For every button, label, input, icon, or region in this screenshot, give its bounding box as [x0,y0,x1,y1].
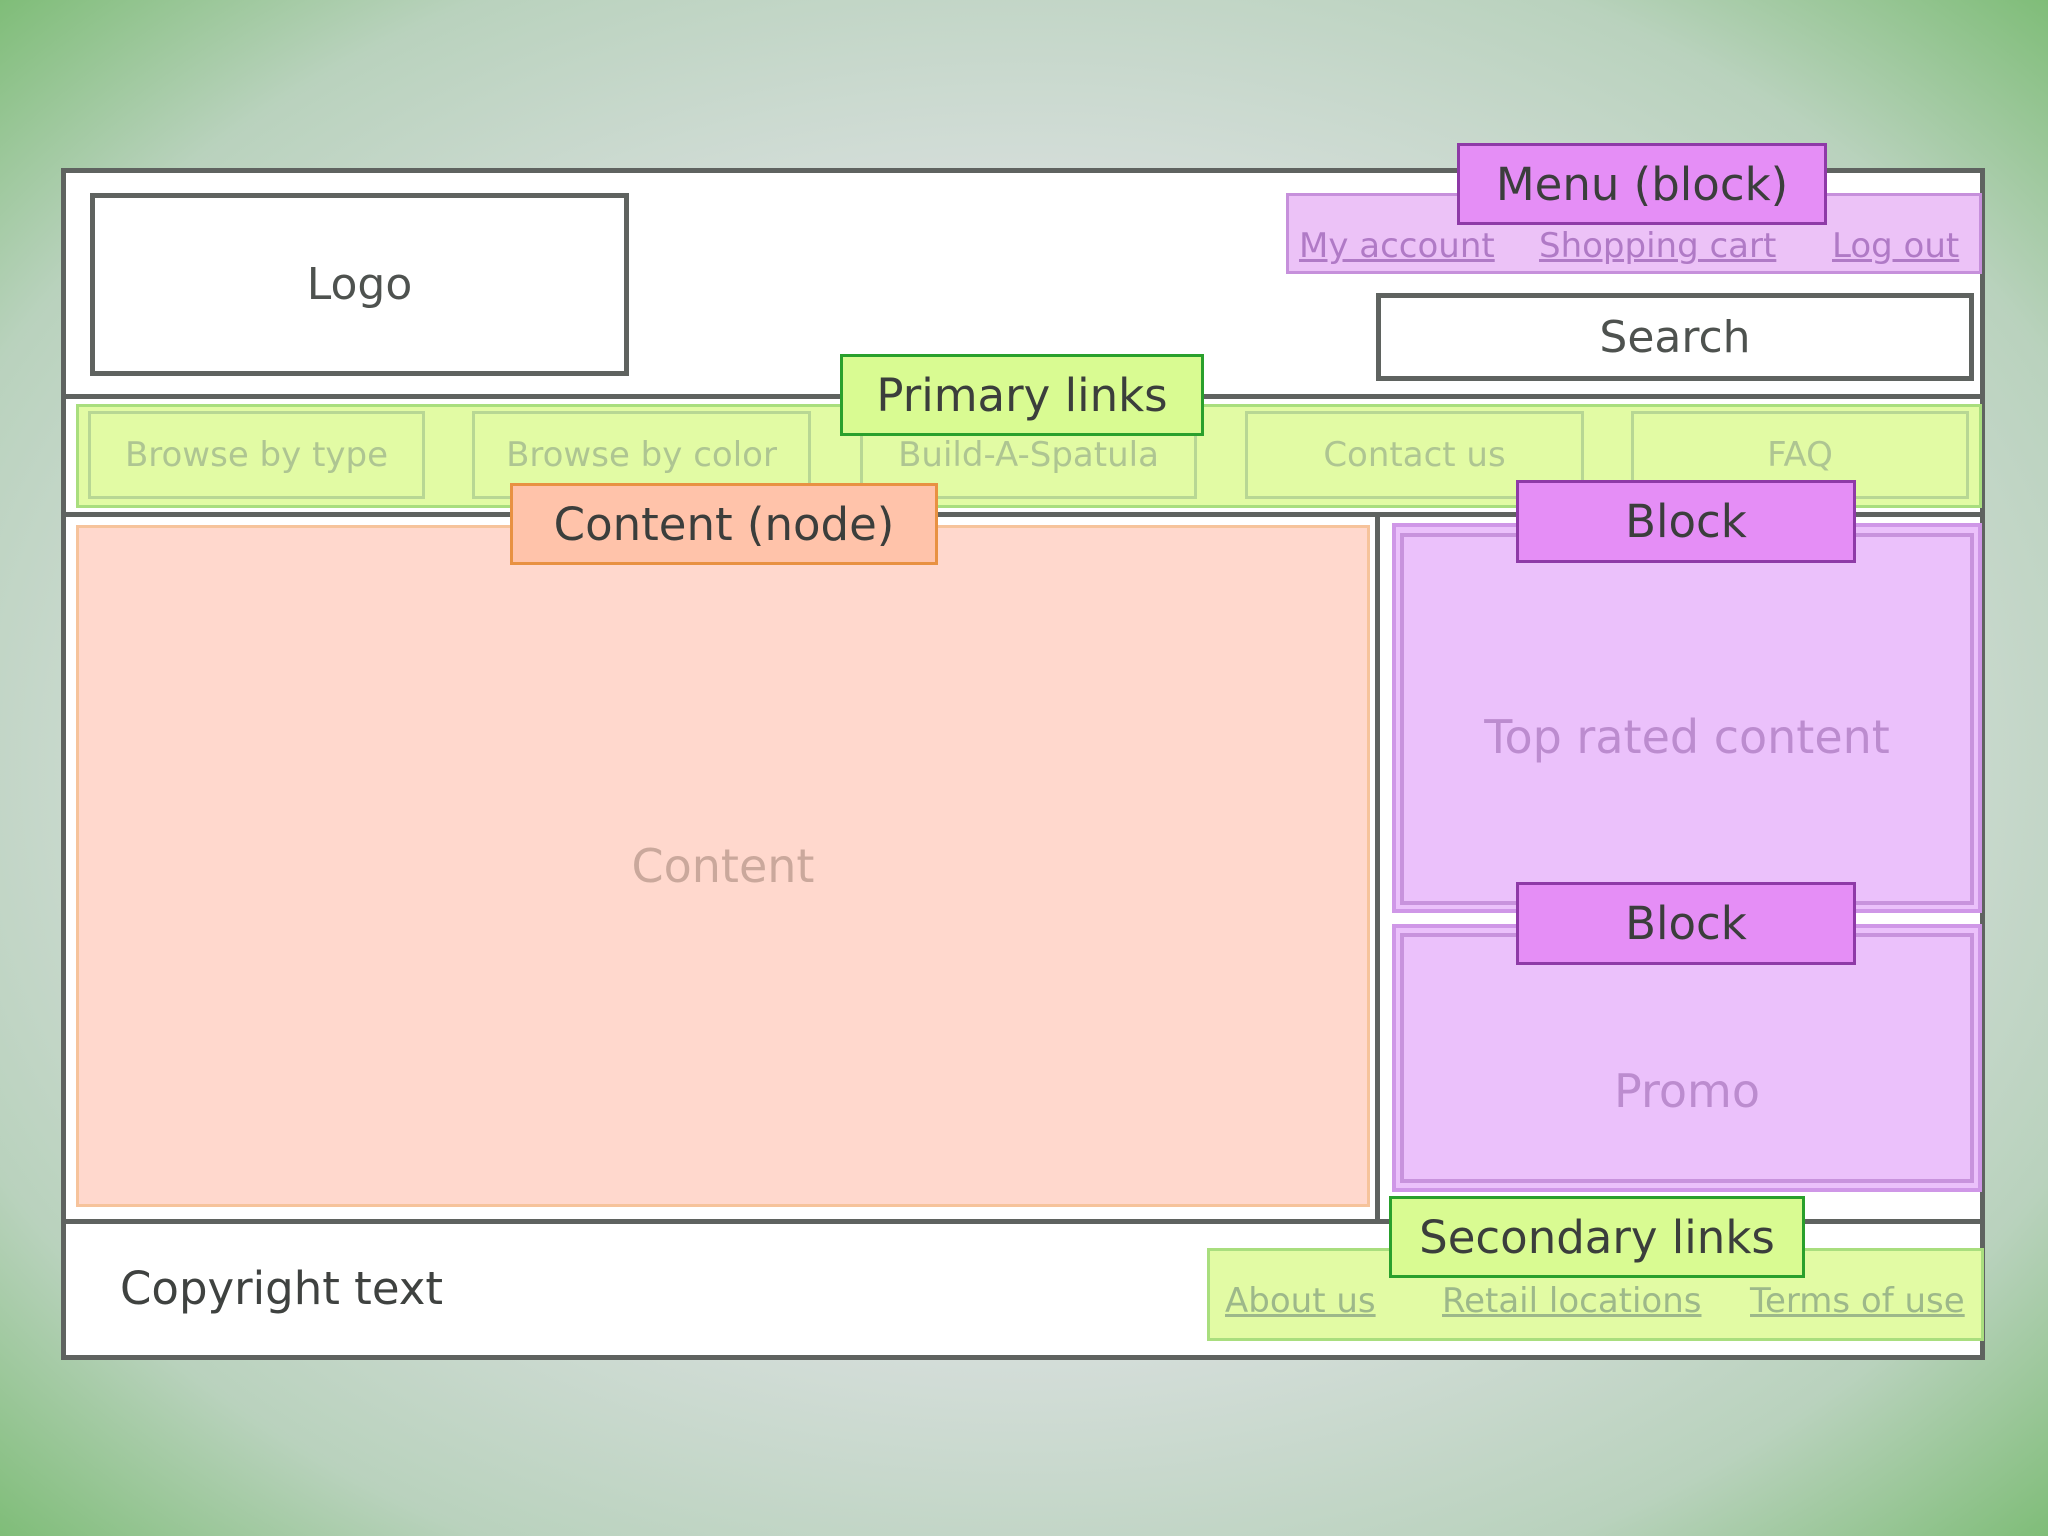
footer-link-retail-locations[interactable]: Retail locations [1442,1281,1702,1321]
logo[interactable]: Logo [90,193,629,376]
menu-block: My account Shopping cart Log out [1286,193,1982,274]
secondary-links-tag: Secondary links [1389,1196,1805,1278]
menu-link-shopping-cart[interactable]: Shopping cart [1539,226,1777,266]
copyright-text: Copyright text [120,1262,443,1315]
block-tag-top: Block [1516,480,1856,563]
sidebar-block-promo [1392,924,1982,1192]
menu-link-log-out[interactable]: Log out [1832,226,1960,266]
footer-link-terms-of-use[interactable]: Terms of use [1750,1281,1965,1321]
content-node-tag: Content (node) [510,483,938,565]
secondary-links-region: About us Retail locations Terms of use [1207,1248,1984,1341]
primary-links-tag: Primary links [840,354,1204,436]
footer-divider [61,1219,1985,1224]
top-rated-content-label: Top rated content [1400,533,1974,905]
sidebar-divider [1375,512,1380,1222]
menu-link-my-account[interactable]: My account [1299,226,1495,266]
promo-label: Promo [1400,933,1974,1183]
nav-item-browse-by-type[interactable]: Browse by type [88,411,425,499]
content-area: Content [76,525,1370,1207]
footer-link-about-us[interactable]: About us [1225,1281,1376,1321]
sidebar-block-top-rated [1392,523,1982,913]
block-tag-promo: Block [1516,882,1856,965]
menu-block-tag: Menu (block) [1457,143,1827,225]
search-box[interactable]: Search [1376,293,1974,381]
nav-divider [61,512,1985,517]
